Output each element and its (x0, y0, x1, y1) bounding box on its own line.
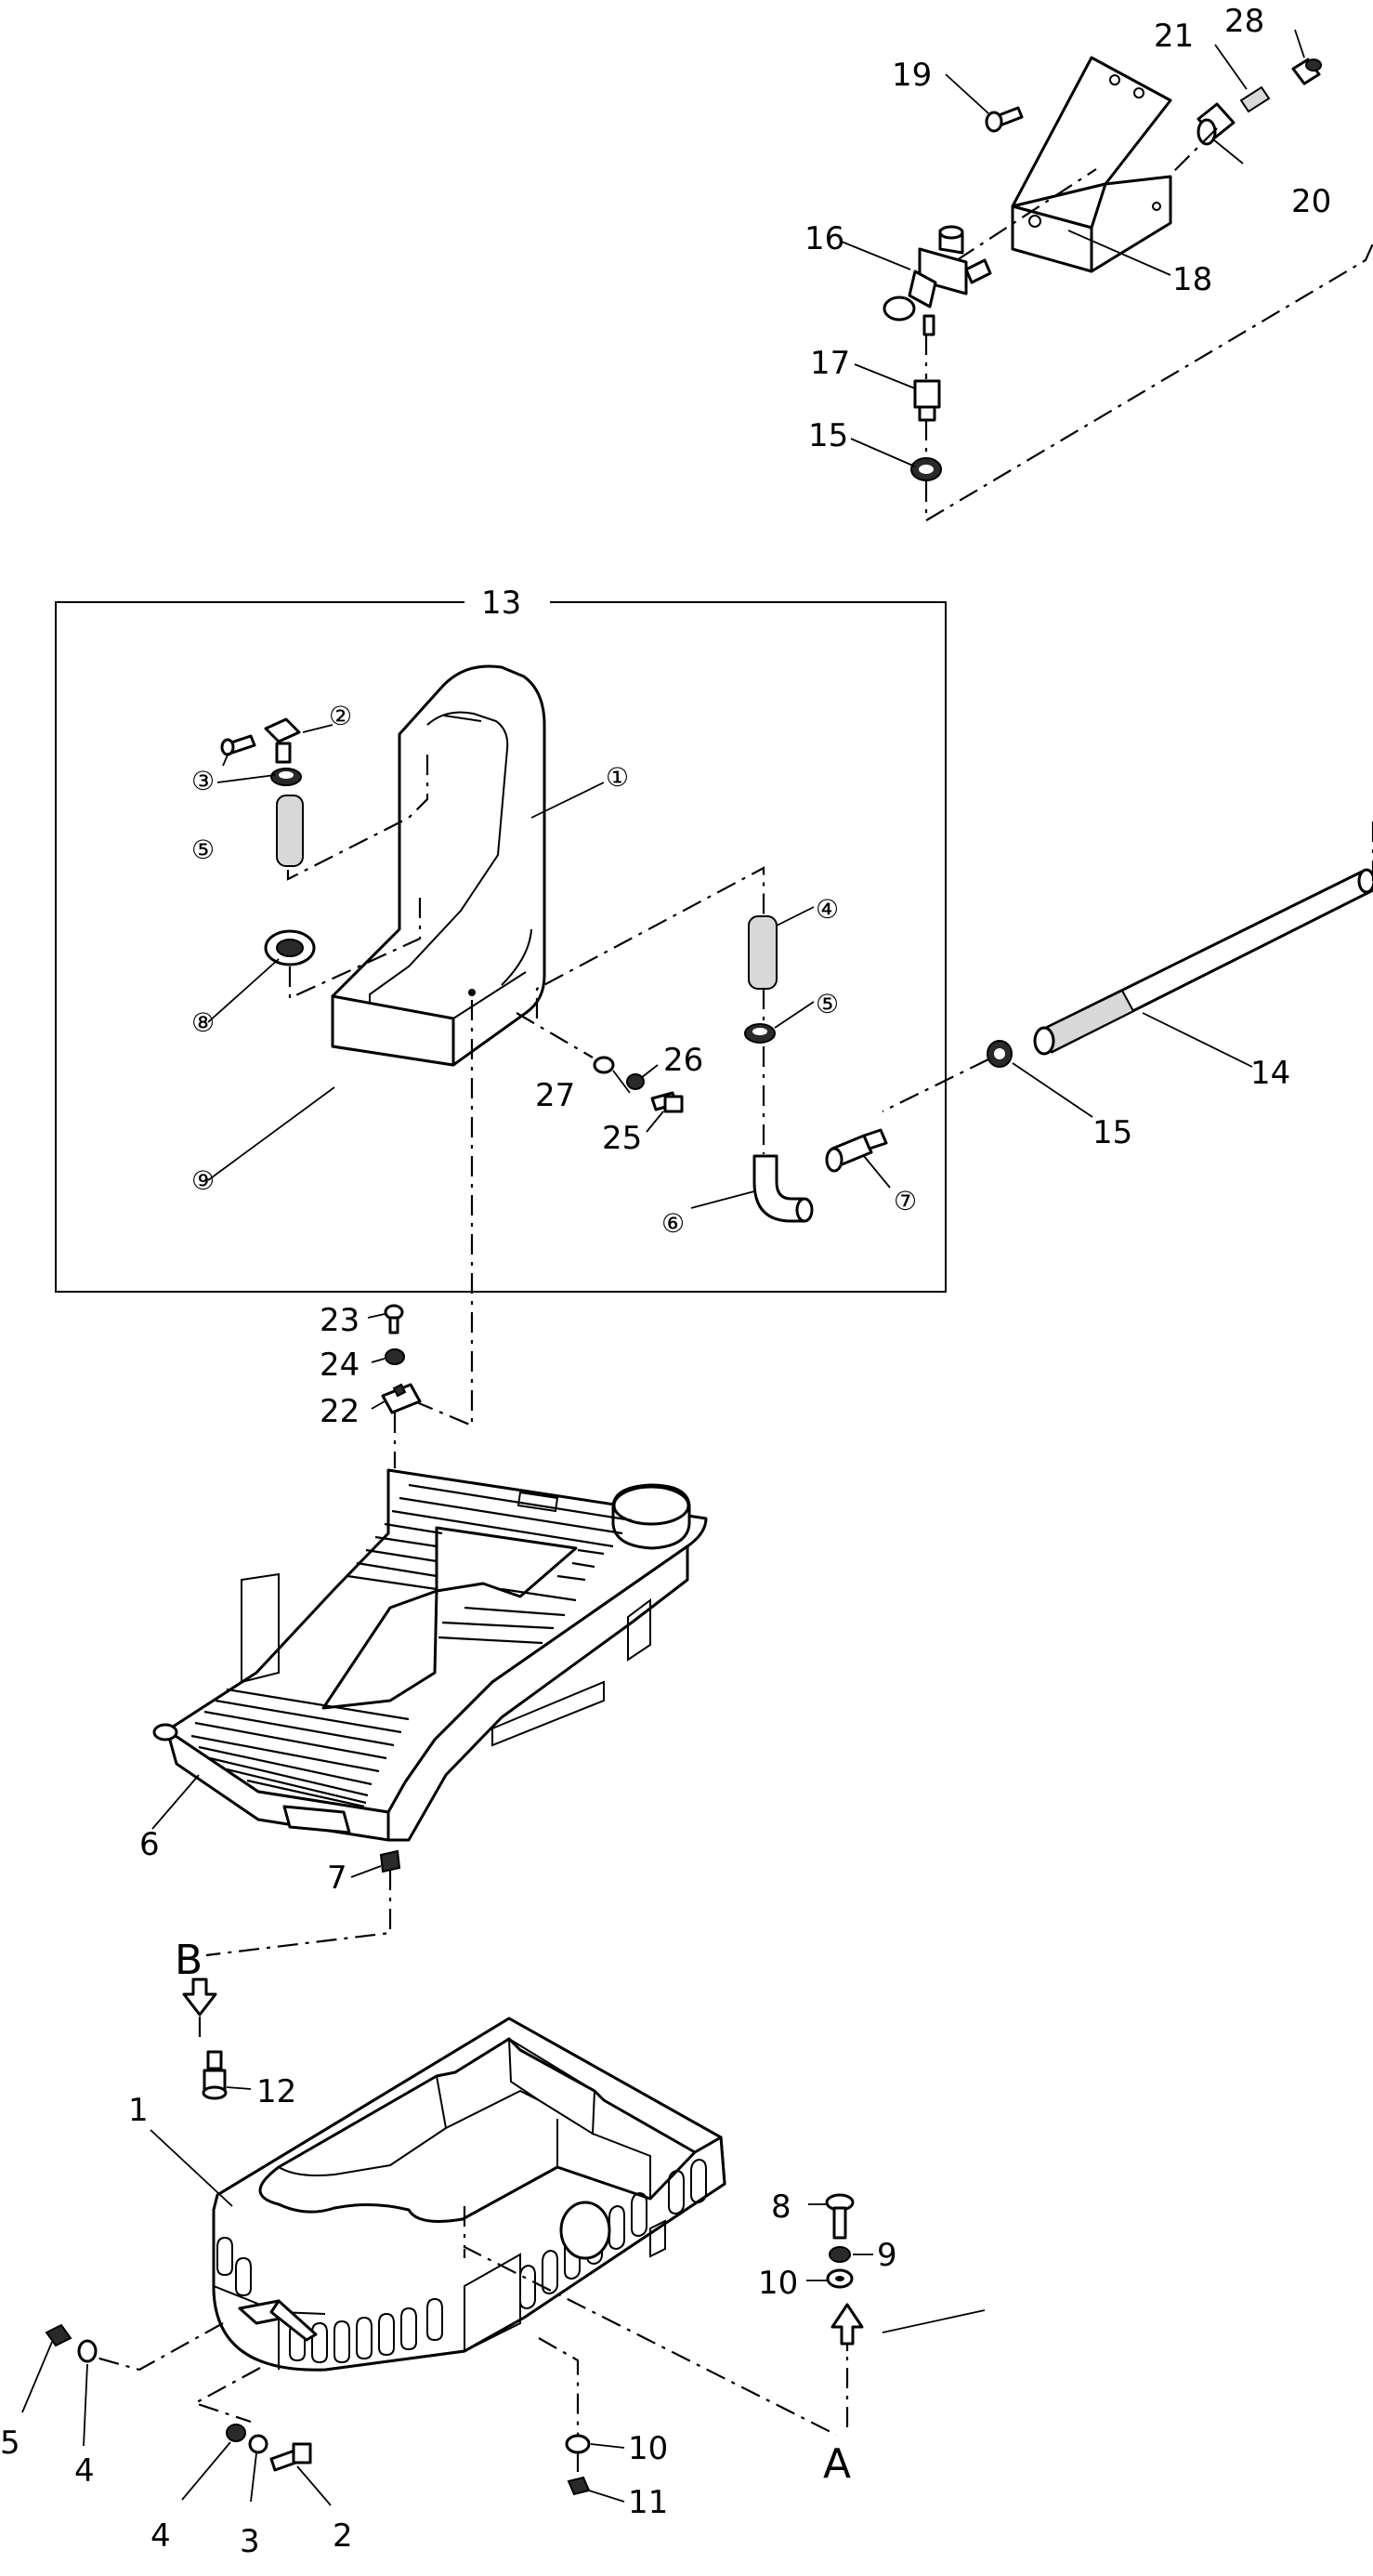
label-view-b: B (175, 1937, 203, 1984)
label-circled-6: ⑥ (661, 1208, 685, 1239)
label-5: 5 (0, 2425, 20, 2462)
label-view-a: A (823, 2440, 851, 2488)
part-fitting-7 (825, 1128, 888, 1173)
part-elbow-2 (264, 717, 301, 764)
label-circled-5-right: ⑤ (816, 989, 839, 1019)
part-clamp-15-top (910, 457, 942, 481)
label-16: 16 (804, 220, 844, 257)
part-hose-14 (1033, 868, 1373, 1056)
part-bolt-12 (202, 2050, 228, 2100)
label-7: 7 (327, 1860, 347, 1897)
label-6: 6 (139, 1826, 160, 1863)
view-arrow-a (830, 2303, 864, 2346)
part-clamp-5-right (744, 1023, 776, 1044)
part-hose-4 (748, 915, 778, 990)
label-10-bottom: 10 (628, 2430, 668, 2467)
part-bolt-2 (269, 2442, 312, 2472)
part-elbow-6 (752, 1154, 814, 1223)
label-19: 19 (892, 57, 932, 94)
label-10-right: 10 (758, 2265, 798, 2302)
part-nipple-21 (1239, 85, 1271, 113)
label-26: 26 (663, 1042, 703, 1079)
part-bolt-25 (650, 1091, 684, 1113)
view-arrow-b (182, 1978, 217, 2044)
part-screw-19 (985, 106, 1024, 133)
label-2: 2 (333, 2517, 353, 2555)
label-circled-9: ⑨ (191, 1165, 215, 1196)
label-12: 12 (256, 2073, 296, 2110)
label-23: 23 (320, 1302, 360, 1339)
label-circled-7: ⑦ (894, 1186, 917, 1216)
part-clip-22 (381, 1383, 422, 1414)
bracket-assembly (883, 56, 1373, 522)
part-washer-27 (593, 1056, 615, 1074)
part-connector-17 (913, 379, 941, 422)
label-circled-8: ⑧ (191, 1007, 215, 1038)
plate-ribs-top (347, 1483, 633, 1645)
tank-slots (216, 2158, 707, 2364)
part-washer-4-bottom (226, 2424, 246, 2442)
part-washer-4-left (77, 2339, 98, 2363)
part-tee-16 (883, 225, 992, 336)
plate-ribs-bottom (190, 1688, 410, 1808)
label-22: 22 (320, 1393, 360, 1430)
part-nut-5 (45, 2323, 72, 2347)
part-clamp-5-left (270, 768, 302, 786)
part-clamp-15-mid (987, 1040, 1013, 1068)
part-washer-24 (385, 1348, 405, 1365)
part-tank-1 (212, 2017, 726, 2372)
label-circled-5-left: ⑤ (191, 835, 215, 865)
label-24: 24 (320, 1347, 360, 1384)
part-fitting-20 (1196, 102, 1236, 146)
part-washer-10-right (826, 2268, 854, 2289)
label-circled-3: ③ (191, 766, 215, 796)
part-screw-3 (220, 734, 256, 756)
label-20: 20 (1291, 183, 1331, 220)
part-tank-cover (331, 664, 546, 1067)
part-washer-9 (829, 2246, 851, 2263)
part-hose-left (276, 795, 304, 867)
label-27: 27 (535, 1077, 575, 1114)
label-4-left: 4 (74, 2452, 95, 2490)
label-circled-2: ② (329, 701, 352, 731)
label-8: 8 (771, 2188, 791, 2226)
part-base-plate (152, 1468, 708, 1842)
part-bolt-23 (384, 1304, 404, 1334)
label-15-top: 15 (808, 417, 848, 454)
label-4-bottom: 4 (150, 2517, 171, 2555)
label-1: 1 (128, 2092, 149, 2129)
part-cap-28 (1291, 58, 1322, 85)
label-21: 21 (1154, 18, 1194, 55)
part-bolt-8 (825, 2193, 855, 2240)
label-28: 28 (1224, 3, 1264, 40)
label-17: 17 (810, 345, 850, 382)
part-bracket (1011, 56, 1172, 273)
label-9: 9 (877, 2237, 897, 2274)
part-nut-11 (567, 2476, 591, 2496)
part-washer-26 (626, 1073, 645, 1090)
label-18: 18 (1172, 261, 1212, 298)
label-11: 11 (628, 2484, 668, 2521)
assembly-box-13 (55, 601, 947, 1293)
label-circled-1: ① (606, 762, 629, 793)
part-nut-7 (379, 1849, 401, 1873)
label-circled-4: ④ (816, 894, 839, 925)
label-25: 25 (602, 1120, 642, 1157)
part-washer-3 (248, 2434, 268, 2454)
part-washer-10-bottom (565, 2434, 591, 2454)
label-15-mid: 15 (1092, 1114, 1132, 1151)
part-grommet-8 (264, 929, 316, 966)
label-group-13: 13 (481, 585, 521, 622)
label-14: 14 (1250, 1055, 1290, 1092)
label-3: 3 (240, 2523, 260, 2560)
